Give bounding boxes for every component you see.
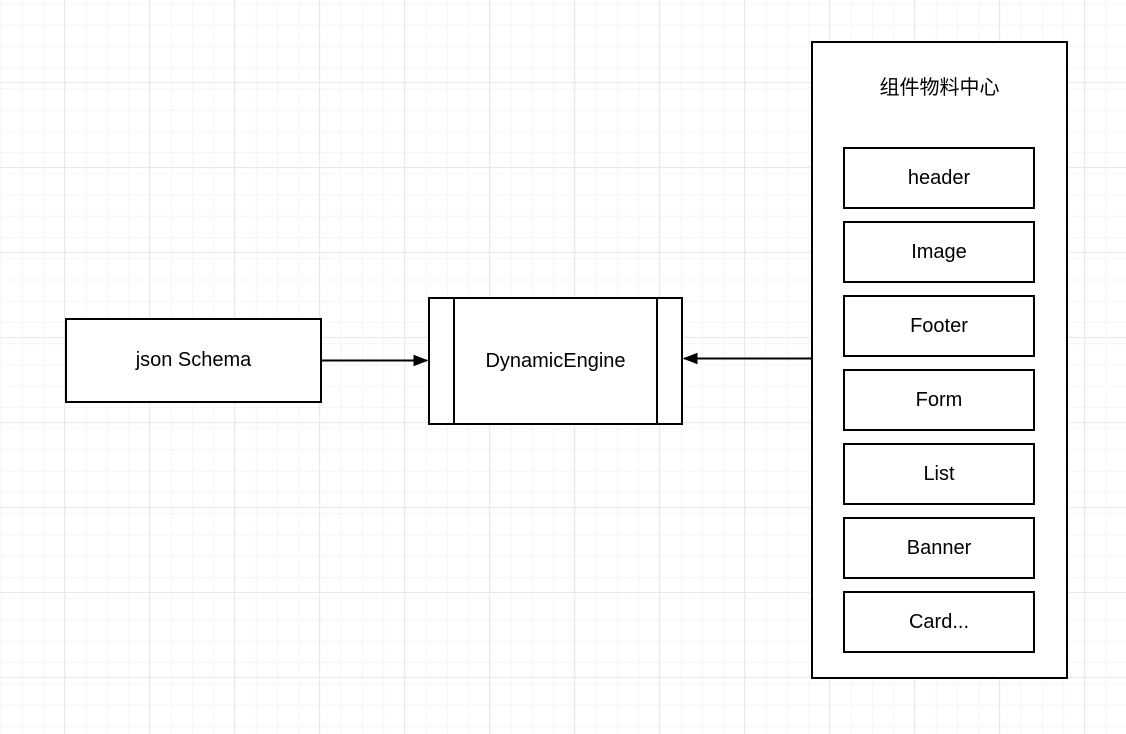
palette-item-label: List	[923, 462, 955, 485]
palette-item-label: header	[907, 166, 971, 189]
palette-item-label: Card...	[908, 610, 970, 633]
node-json-schema-label: json Schema	[135, 349, 252, 371]
palette-item-list: List	[843, 443, 1035, 505]
palette-title: 组件物料中心	[879, 77, 1000, 99]
node-json-schema: json Schema	[65, 318, 322, 403]
palette-item-banner: Banner	[843, 517, 1035, 579]
palette-item-label: Form	[915, 388, 963, 411]
palette-item-image: Image	[843, 221, 1035, 283]
palette-container: 组件物料中心 header Image Footer Form List Ban…	[811, 41, 1068, 679]
palette-item-footer: Footer	[843, 295, 1035, 357]
node-dynamic-engine-label: DynamicEngine	[485, 349, 626, 372]
engine-right-bar	[656, 299, 658, 423]
palette-item-label: Footer	[910, 314, 968, 337]
palette-item-form: Form	[843, 369, 1035, 431]
node-dynamic-engine: DynamicEngine	[428, 297, 683, 425]
palette-items: header Image Footer Form List Banner Car…	[843, 147, 1035, 653]
palette-item-card: Card...	[843, 591, 1035, 653]
engine-left-bar	[453, 299, 455, 423]
palette-item-label: Banner	[906, 536, 972, 559]
palette-item-label: Image	[911, 240, 967, 263]
palette-item-header: header	[843, 147, 1035, 209]
